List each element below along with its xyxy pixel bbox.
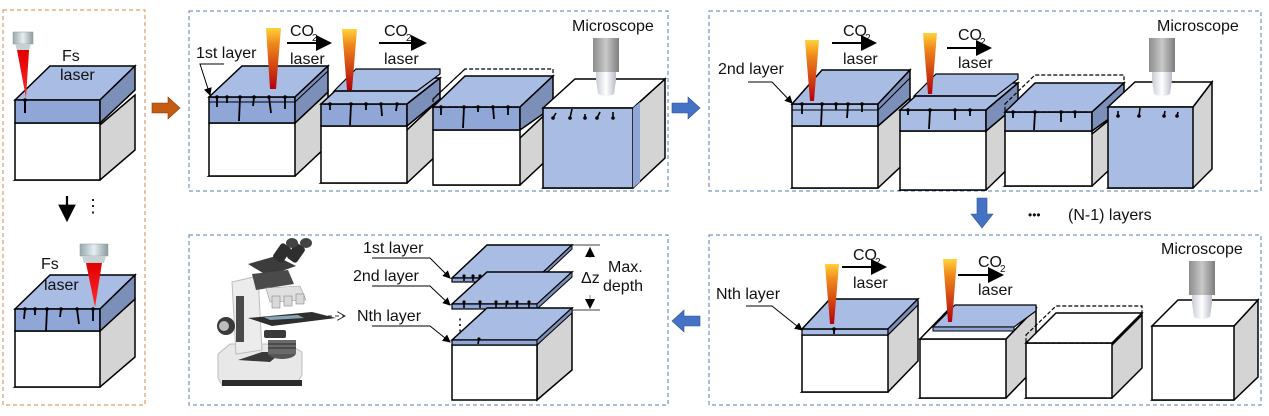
layer1-label: 1st layer: [196, 45, 257, 62]
optical-microscope-illustration: [217, 238, 336, 386]
microscope-label: Microscope: [572, 18, 654, 35]
layerN-block-1: [799, 297, 920, 393]
co2-label-a-sub: 2: [312, 33, 318, 44]
co2-laser-beam-icon: [266, 28, 281, 89]
fs-sample-block-top: [12, 64, 137, 181]
result-layerN-block: [450, 306, 574, 402]
layerN-label-leader: [746, 305, 803, 331]
flow-arrow-left-blue: [671, 309, 701, 333]
co2-label-b-sub: 2: [1000, 264, 1006, 275]
layer2-block-1: [789, 68, 912, 189]
layer1-block-2: [318, 68, 443, 184]
max-depth-label-line2: depth: [603, 278, 643, 295]
max-depth-label-line1: Max.: [608, 259, 643, 276]
panel-fs-writing: [2, 9, 146, 406]
result-label-2nd-layer: 2nd layer: [353, 268, 419, 285]
flow-arrow-down-blue: [970, 197, 994, 229]
co2-label-a: CO: [290, 23, 314, 40]
result-label-1st-layer: 1st layer: [363, 240, 424, 257]
co2-laser-beam-icon: [805, 40, 819, 101]
laser-label-b: laser: [958, 55, 993, 72]
fs-ellipsis: ⋮: [84, 196, 102, 216]
co2-laser-beam-icon: [825, 264, 839, 324]
co2-label-a: CO: [843, 23, 867, 40]
layer2-label-leader: [748, 81, 793, 104]
co2-label-b: CO: [978, 254, 1002, 271]
microscope-objective-icon: [1189, 261, 1215, 319]
co2-laser-beam-icon: [943, 259, 957, 322]
flow-arrow-right-blue: [671, 96, 701, 120]
panel-layerN-process: [708, 234, 1262, 406]
layer2-block-4-inspected: [1106, 79, 1214, 189]
ellipsis-dots: •••: [1028, 208, 1041, 222]
result-leader-1st: [372, 257, 451, 279]
result-leader-nth: [372, 325, 451, 343]
panel-layer1-process: [188, 10, 669, 192]
layerN-label: Nth layer: [716, 286, 781, 303]
laser-label-b: laser: [978, 282, 1013, 299]
co2-label-b-sub: 2: [406, 33, 412, 44]
co2-laser-beam-icon: [342, 29, 357, 90]
microscope-objective-icon: [1149, 38, 1175, 96]
layer2-block-2: [897, 73, 1021, 191]
microscope-label: Microscope: [1157, 18, 1239, 35]
laser-label-a: laser: [843, 51, 878, 68]
result-label-nth-layer: Nth layer: [357, 308, 422, 325]
result-vertical-ellipsis: ⋮: [452, 317, 468, 334]
panel-result: [188, 234, 669, 406]
laser-label-b: laser: [384, 51, 419, 68]
dimension-arrowhead-down: [585, 299, 595, 309]
n-minus-1-layers-label: (N-1) layers: [1068, 207, 1152, 224]
layer1-block-1: [206, 64, 330, 177]
microscope-objective-icon: [593, 38, 619, 96]
laser-label-a: laser: [853, 275, 888, 292]
layerN-block-3: [1023, 305, 1144, 399]
layer1-block-3: [431, 68, 555, 186]
layer1-label-leader: [199, 63, 224, 96]
layer2-block-3: [1002, 74, 1126, 187]
fs-label-top-line2: laser: [60, 67, 95, 84]
fs-label-bottom-line2: laser: [44, 277, 79, 294]
flow-arrow-right-orange: [151, 96, 181, 120]
fs-laser-nozzle-icon-bottom: [79, 243, 109, 307]
co2-label-a: CO: [853, 247, 877, 264]
fs-sample-block-bottom: [12, 273, 137, 388]
co2-label-b: CO: [958, 27, 982, 44]
fs-label-top-line1: Fs: [62, 48, 80, 65]
delta-z-label: Δz: [581, 270, 600, 287]
panel-layer2-process: [708, 10, 1262, 192]
layer2-label: 2nd layer: [718, 61, 784, 78]
fs-laser-nozzle-icon: [12, 31, 34, 98]
fs-label-bottom-line1: Fs: [41, 256, 59, 273]
result-leader-2nd: [372, 285, 451, 306]
co2-label-b-sub: 2: [980, 37, 986, 48]
layerN-block-2: [917, 304, 1038, 399]
dimension-arrowhead-up: [585, 247, 595, 257]
microscope-label: Microscope: [1161, 241, 1243, 258]
laser-label-a: laser: [290, 51, 325, 68]
co2-laser-beam-icon: [923, 33, 937, 94]
co2-label-b: CO: [384, 23, 408, 40]
